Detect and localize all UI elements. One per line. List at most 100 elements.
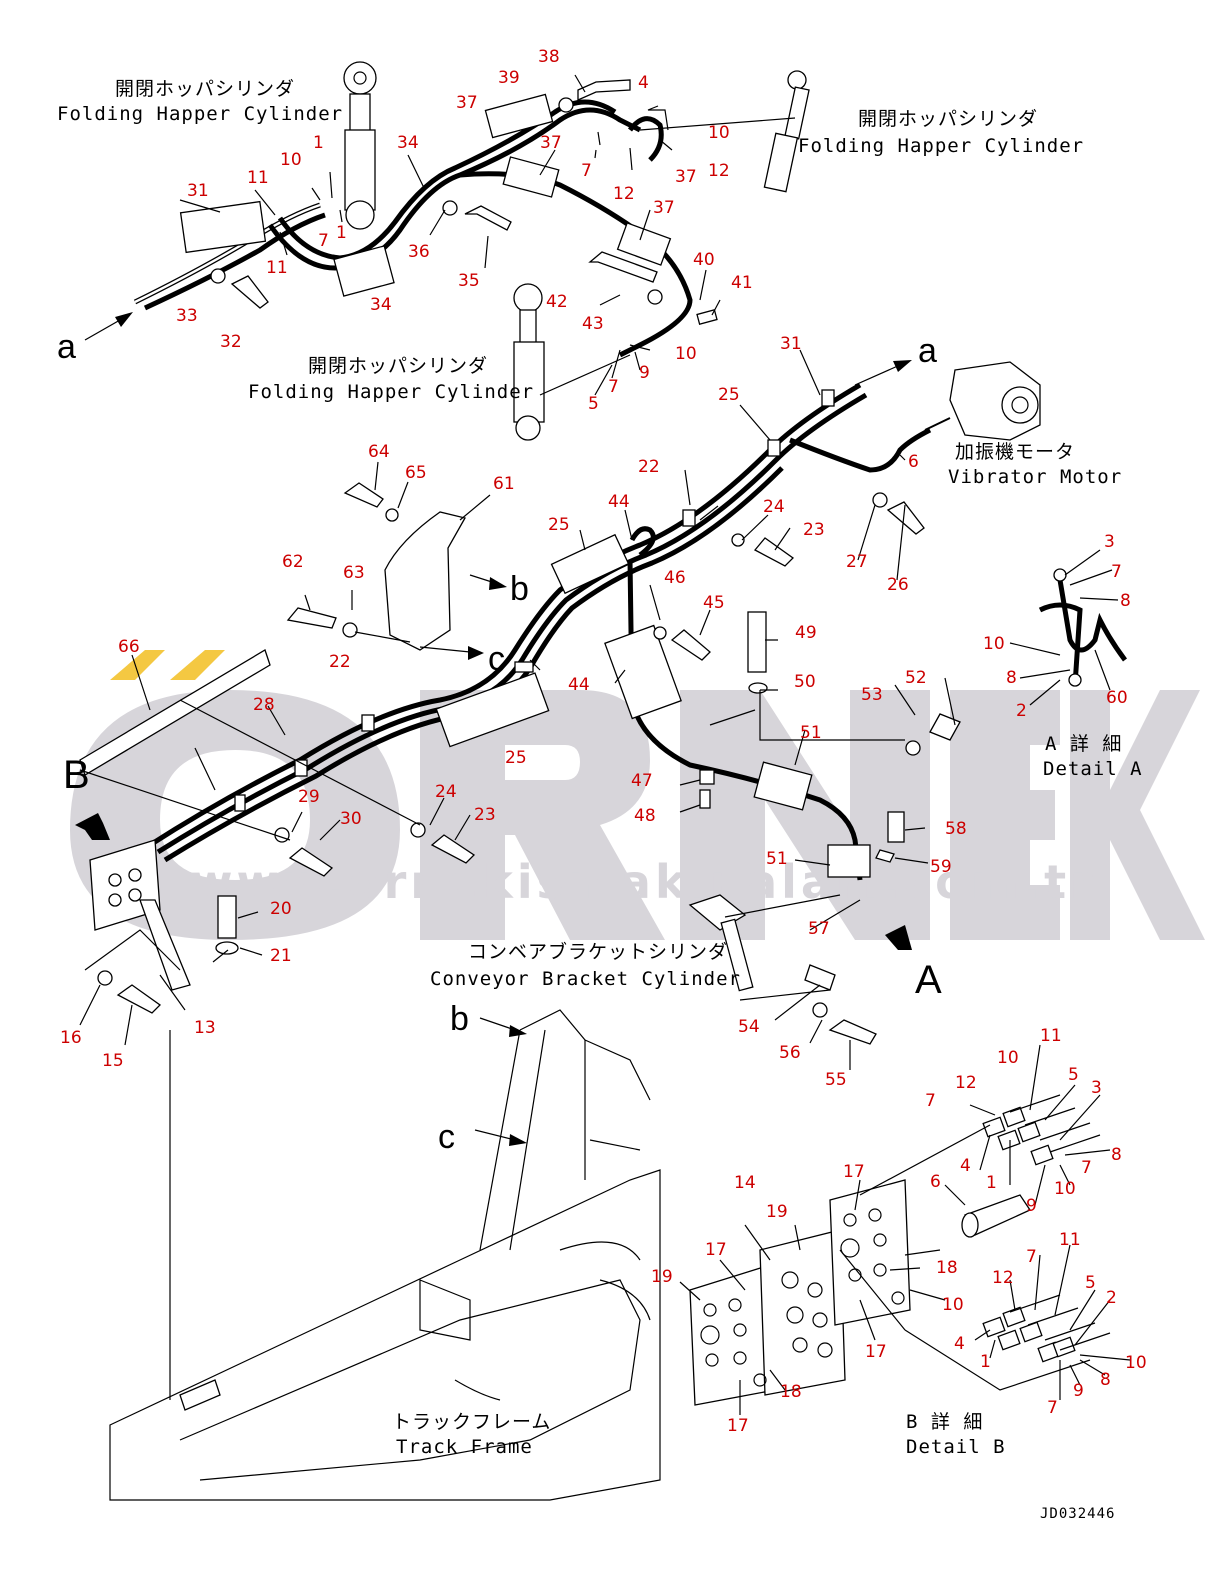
callout: 8 [1006,668,1017,688]
callout: 37 [540,133,562,153]
callout: 4 [638,73,649,93]
callout: 39 [498,68,520,88]
callout: 42 [546,292,568,312]
callout: 25 [505,748,527,768]
callout: 5 [1068,1065,1079,1085]
watermark-logo-k [1070,690,1205,940]
callout: 28 [253,695,275,715]
watermark-logo-r [420,690,665,940]
callout: 22 [329,652,351,672]
watermark-url: www.ornekismakinalari.com.tr [190,855,1097,909]
callout: 57 [808,919,830,939]
callout: 1 [986,1173,997,1193]
caption-hopper-center-jp: 開閉ホッパシリンダ [308,355,488,377]
callout: 44 [568,675,590,695]
callout: 23 [803,520,825,540]
callout: 9 [639,363,650,383]
caption-track-jp: トラックフレーム [392,1411,551,1433]
bracket-plate [384,511,466,651]
caption-detail-b-en: Detail B [906,1436,1006,1458]
callout: 50 [794,672,816,692]
callout: 10 [1054,1179,1076,1199]
bolts-upper [210,79,718,325]
callout: 25 [718,385,740,405]
view-letters: a a b c b c A B [57,328,942,1156]
callout: 5 [1085,1273,1096,1293]
callout: 33 [176,306,198,326]
callout: 18 [780,1382,802,1402]
callout: 7 [581,161,592,181]
callout: 34 [397,133,419,153]
callout: 55 [825,1070,847,1090]
callout-numbers: 38 39 4 37 10 37 12 7 37 12 34 37 1 10 1… [60,47,1147,1436]
callout: 37 [653,198,675,218]
callout: 19 [651,1267,673,1287]
caption-detail-b-jp: B 詳 細 [906,1411,983,1433]
watermark-logo-umlaut [110,650,225,680]
caption-vibrator-en: Vibrator Motor [948,466,1122,488]
hopper-cylinder-left [343,61,377,230]
callout: 7 [925,1091,936,1111]
upper-hose-assembly [84,61,912,441]
callout: 7 [318,231,329,251]
callout: 17 [865,1342,887,1362]
caption-conveyor-jp: コンベアブラケットシリンダ [468,940,728,963]
callout: 27 [846,552,868,572]
callout: 20 [270,899,292,919]
callout: 10 [708,123,730,143]
caption-detail-a-jp: A 詳 細 [1045,733,1122,755]
view-letter-b-upper: b [510,570,529,608]
watermark-logo-e [950,690,1060,940]
callout: 38 [538,47,560,67]
callout: 61 [493,474,515,494]
callout: 66 [118,637,140,657]
callout: 10 [983,634,1005,654]
callout: 11 [266,258,288,278]
callout: 22 [638,457,660,477]
callout: 56 [779,1043,801,1063]
callout: 17 [727,1416,749,1436]
callout: 10 [1125,1353,1147,1373]
callout: 37 [675,167,697,187]
callout: 59 [930,857,952,877]
callout: 8 [1100,1370,1111,1390]
callout: 8 [1111,1145,1122,1165]
callout: 23 [474,805,496,825]
fittings-upper [961,1094,1101,1238]
callout: 7 [1111,562,1122,582]
callout: 60 [1106,688,1128,708]
panel-holes [700,1208,905,1387]
callout: 34 [370,295,392,315]
callout: 52 [905,668,927,688]
callout: 3 [1104,532,1115,552]
callout: 64 [368,442,390,462]
callout: 32 [220,332,242,352]
callout: 37 [456,93,478,113]
callout: 2 [1106,1288,1117,1308]
callout: 17 [843,1162,865,1182]
callout: 30 [340,809,362,829]
bolts-lower [97,482,961,1045]
callout: 44 [608,492,630,512]
callout: 58 [945,819,967,839]
callout: 12 [955,1073,977,1093]
callout: 24 [435,782,457,802]
fittings-lower [982,1294,1111,1363]
callout: 11 [247,168,269,188]
callout: 51 [766,849,788,869]
caption-conveyor-en: Conveyor Bracket Cylinder [430,968,741,990]
callout: 12 [613,184,635,204]
callout: 63 [343,563,365,583]
callout: 65 [405,463,427,483]
callout: 62 [282,552,304,572]
callout: 10 [675,344,697,364]
callout: 17 [705,1240,727,1260]
callout: 12 [992,1268,1014,1288]
callout: 49 [795,623,817,643]
view-letter-a-left: a [57,328,76,366]
hopper-cylinder-right [763,70,810,193]
callout: 2 [1016,701,1027,721]
callout: 36 [408,242,430,262]
callout: 7 [608,377,619,397]
